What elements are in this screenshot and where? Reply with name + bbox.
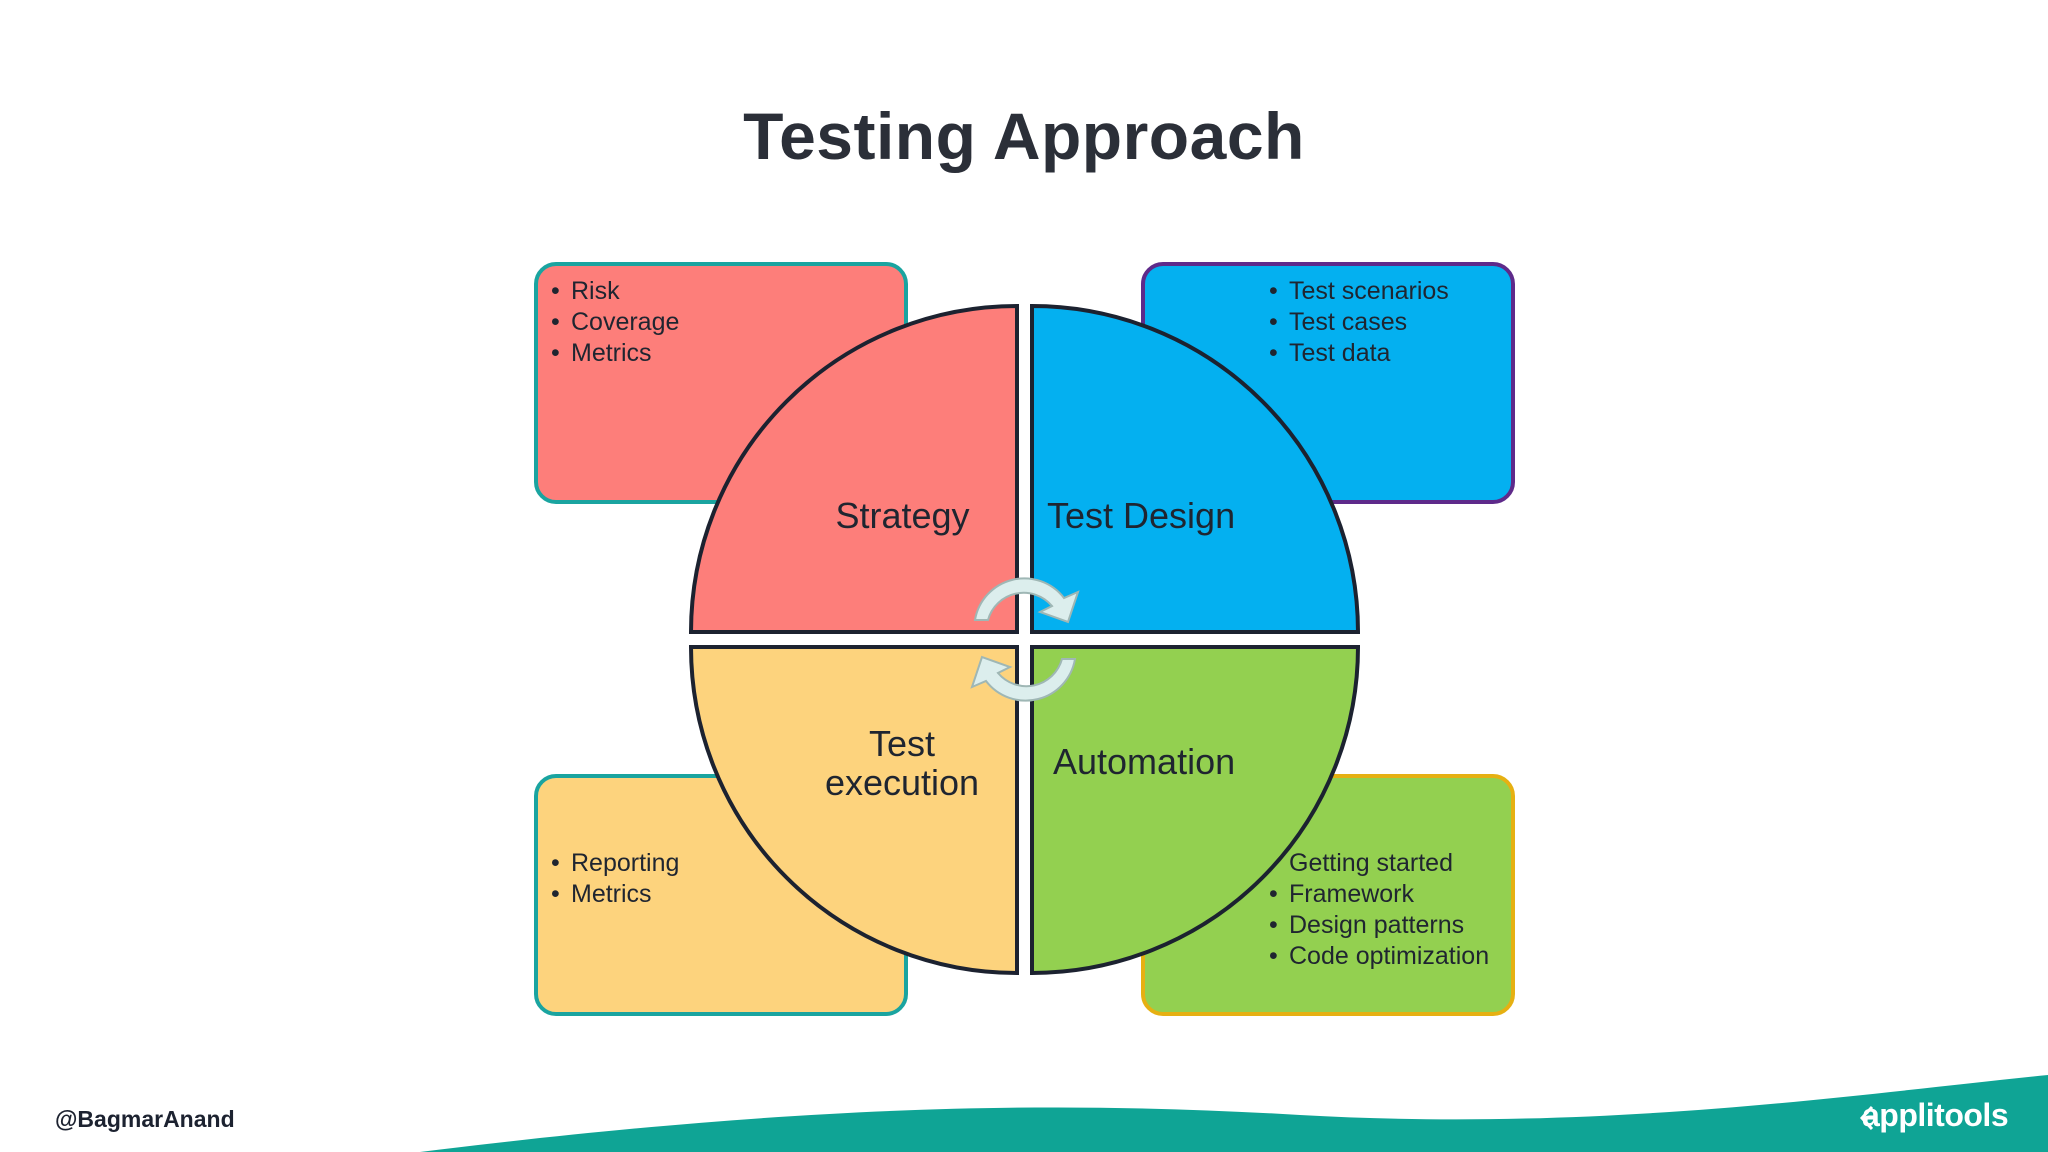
automation-label: Automation xyxy=(1053,741,1236,782)
author-handle: @BagmarAnand xyxy=(55,1106,235,1132)
test-execution-label-line1: Test xyxy=(868,723,936,764)
strategy-label: Strategy xyxy=(835,495,970,536)
list-item: Test cases xyxy=(1269,307,1449,338)
brand-logo: applitools xyxy=(1862,1097,2009,1133)
test-design-label: Test Design xyxy=(1047,495,1236,536)
list-item: Framework xyxy=(1269,879,1489,910)
slide-title: Testing Approach xyxy=(743,99,1305,173)
list-item: Design patterns xyxy=(1269,910,1489,941)
list-item: Code optimization xyxy=(1269,941,1489,972)
automation-quadrant xyxy=(1030,645,1361,976)
list-item: Coverage xyxy=(551,307,679,338)
automation-bullet-list: Getting started Framework Design pattern… xyxy=(1269,848,1489,972)
test-execution-bullet-list: Reporting Metrics xyxy=(551,848,679,910)
list-item: Getting started xyxy=(1289,849,1453,877)
list-item: Test data xyxy=(1269,338,1449,369)
test-design-bullet-list: Test scenarios Test cases Test data xyxy=(1269,276,1449,369)
cycle-arrow-icon xyxy=(970,577,1080,702)
test-design-quadrant xyxy=(1030,303,1361,634)
test-execution-label: Test execution xyxy=(802,724,1002,802)
applitools-logo-icon xyxy=(1859,1105,1874,1131)
list-item: Metrics xyxy=(551,879,679,910)
test-execution-quadrant xyxy=(688,645,1019,976)
strategy-bullet-list: Risk Coverage Metrics xyxy=(551,276,679,369)
list-item: Test scenarios xyxy=(1269,276,1449,307)
test-execution-label-line2: execution xyxy=(824,762,980,803)
strategy-quadrant xyxy=(688,303,1019,634)
list-item: Metrics xyxy=(551,338,679,369)
list-item: Reporting xyxy=(551,848,679,879)
list-item: Risk xyxy=(551,276,679,307)
